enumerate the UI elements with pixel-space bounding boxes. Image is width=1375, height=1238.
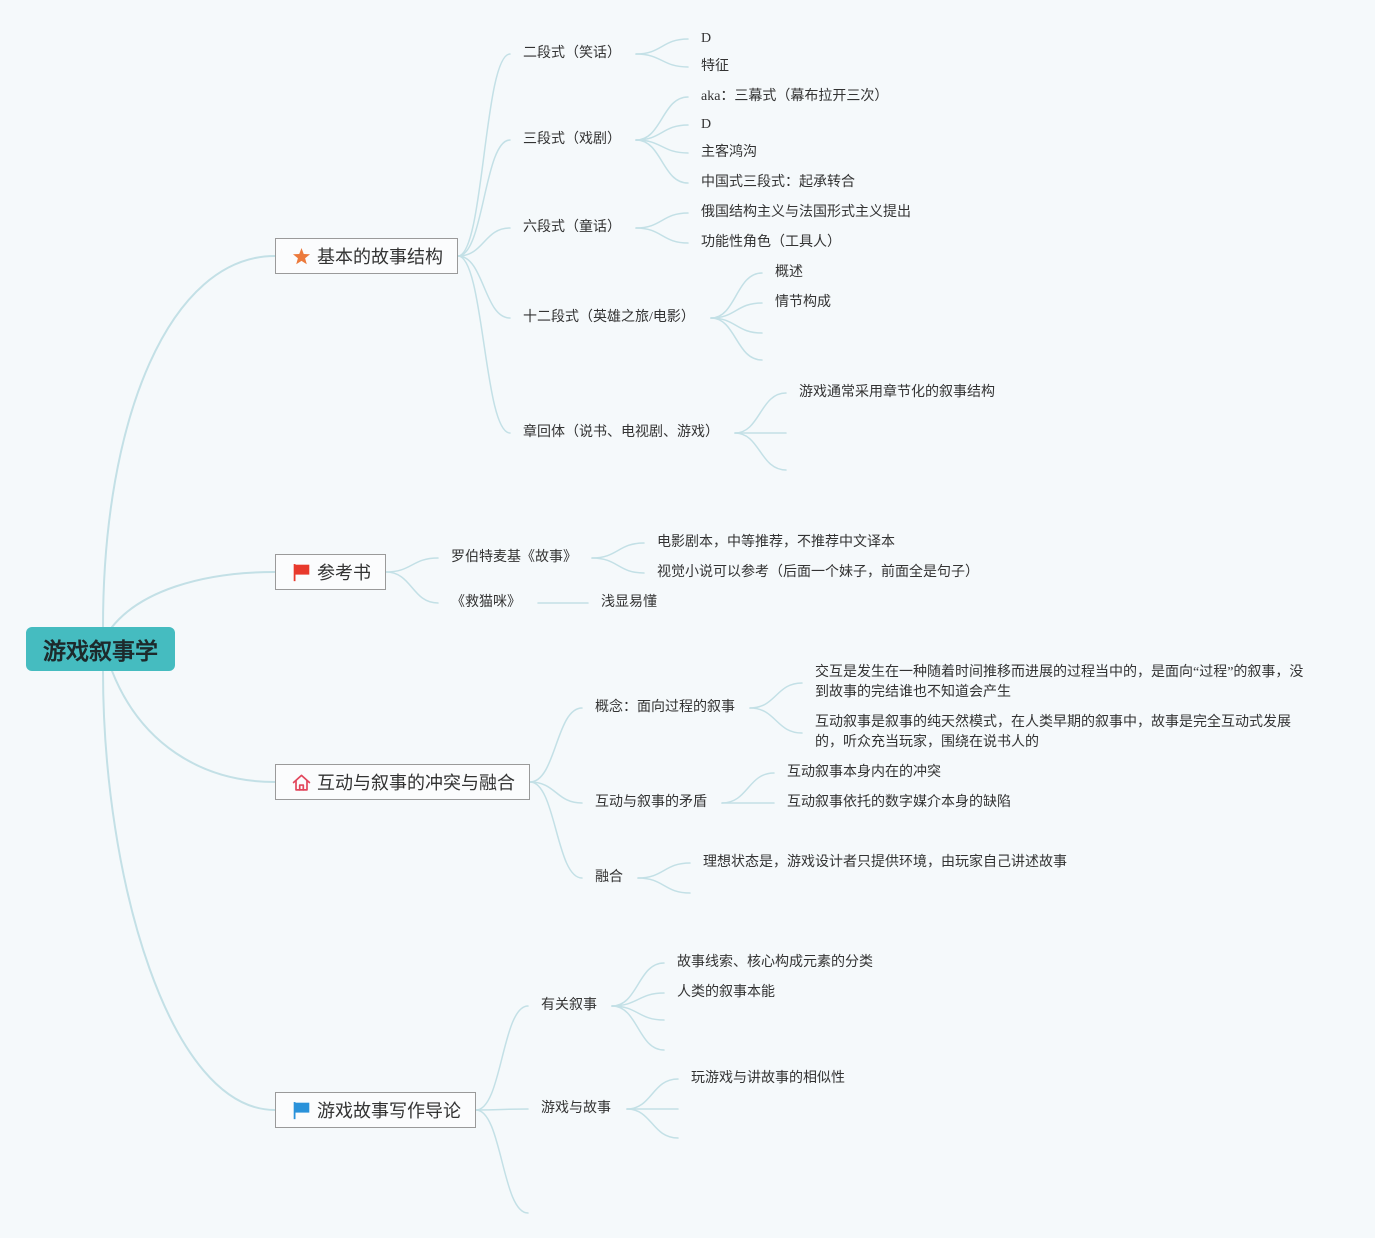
connector-subtopic-4-2-to-leaf-3 [626,1108,679,1139]
connector-subtopic-1-2-to-leaf-1 [635,96,689,141]
connector-subtopic-1-4-to-leaf-1 [710,272,763,319]
connector-subtopic-2-1-to-leaf-2 [591,557,645,574]
subtopic-two-part-structure[interactable]: 二段式（笑话） [523,46,621,61]
subtopic-fusion[interactable]: 融合 [595,870,623,885]
topic-line: 的，听众充当玩家，围绕在说书人的 [815,735,1039,750]
connector-subtopic-1-4-to-leaf-2 [710,302,763,319]
connector-subtopic-3-1-to-leaf-2 [749,707,803,734]
connector-subtopic-1-1-to-leaf-2 [635,53,689,68]
leaf-topic-russian-formalism[interactable]: 俄国结构主义与法国形式主义提出 [701,205,911,220]
connector-branch-2-to-subtopic-1 [385,557,439,573]
subtopic-games-and-stories[interactable]: 游戏与故事 [541,1101,611,1116]
connector-root-to-branch-2 [111,571,276,628]
connector-subtopic-4-2-to-leaf-1 [626,1078,679,1110]
leaf-topic-natural-interactive-narrative[interactable]: 互动叙事是叙事的纯天然模式，在人类早期的叙事中，故事是完全互动式发展 的，听众充… [815,713,1291,753]
branch-topic-game-story-writing-intro[interactable]: 游戏故事写作导论 [275,1092,476,1128]
leaf-topic-d[interactable]: D [701,31,712,46]
subtopic-about-narrative[interactable]: 有关叙事 [541,998,597,1013]
connector-branch-3-to-subtopic-3 [529,781,583,879]
connector-subtopic-4-1-to-leaf-1 [611,962,665,1007]
red-flag-icon [293,563,310,581]
connector-subtopic-1-3-to-leaf-1 [635,212,689,229]
branch-label: 互动与叙事的冲突与融合 [317,773,515,794]
leaf-topic-interaction-process[interactable]: 交互是发生在一种随着时间推移而进展的过程当中的，是面向“过程”的叙事，没 到故事… [815,663,1303,703]
connector-branch-1-to-subtopic-4 [457,255,511,319]
leaf-topic-aka-three-act[interactable]: aka：三幕式（幕布拉开三次） [701,89,889,104]
branch-label: 游戏故事写作导论 [317,1101,461,1122]
connector-branch-1-to-subtopic-2 [457,139,511,257]
leaf-topic-digital-media-defects[interactable]: 互动叙事依托的数字媒介本身的缺陷 [787,795,1011,810]
subtopic-six-part-structure[interactable]: 六段式（童话） [523,220,621,235]
branch-topic-basic-story-structure[interactable]: 基本的故事结构 [275,238,458,274]
leaf-topic-features[interactable]: 特征 [701,59,729,74]
leaf-topic-subject-object-gap[interactable]: 主客鸿沟 [701,145,757,160]
topic-line: 交互是发生在一种随着时间推移而进展的过程当中的，是面向“过程”的叙事，没 [815,665,1304,680]
leaf-topic-chinese-three-part[interactable]: 中国式三段式：起承转合 [701,175,855,190]
topic-line: 到故事的完结谁也不知道会产生 [815,685,1011,700]
connector-subtopic-1-4-to-leaf-4 [710,317,763,361]
leaf-topic-easy-to-understand[interactable]: 浅显易懂 [601,595,657,610]
subtopic-three-part-structure[interactable]: 三段式（戏剧） [523,132,621,147]
leaf-topic-plot-composition[interactable]: 情节构成 [775,295,831,310]
connector-branch-2-to-subtopic-2 [385,571,439,604]
connector-subtopic-2-1-to-leaf-1 [591,542,645,559]
connector-subtopic-3-2-to-leaf-1 [721,772,775,804]
branch-topic-interaction-narrative-conflict[interactable]: 互动与叙事的冲突与融合 [275,764,530,800]
root-topic[interactable]: 游戏叙事学 [26,627,175,671]
topic-line: 互动叙事是叙事的纯天然模式，在人类早期的叙事中，故事是完全互动式发展 [815,715,1291,730]
leaf-topic-overview[interactable]: 概述 [775,265,803,280]
connector-branch-4-to-subtopic-1 [475,1005,529,1111]
branch-topic-reference-books[interactable]: 参考书 [275,554,386,590]
connector-branch-1-to-subtopic-5 [457,255,511,434]
leaf-topic-story-clues[interactable]: 故事线索、核心构成元素的分类 [677,955,873,970]
branch-label: 基本的故事结构 [317,247,443,268]
leaf-topic-functional-roles[interactable]: 功能性角色（工具人） [701,235,841,250]
blue-flag-icon [293,1101,310,1119]
connector-root-to-branch-1 [102,255,276,628]
subtopic-twelve-part-structure[interactable]: 十二段式（英雄之旅/电影） [523,310,695,325]
leaf-topic-d-2[interactable]: D [701,117,712,132]
subtopic-chapter-style-structure[interactable]: 章回体（说书、电视剧、游戏） [523,425,719,440]
leaf-topic-narrative-instinct[interactable]: 人类的叙事本能 [677,985,775,1000]
subtopic-process-oriented-concept[interactable]: 概念：面向过程的叙事 [595,700,735,715]
subtopic-mckee-story[interactable]: 罗伯特麦基《故事》 [451,550,577,565]
connector-branch-4-to-subtopic-3 [475,1109,529,1214]
connector-subtopic-3-3-to-leaf-2 [637,877,691,894]
connector-subtopic-1-5-to-leaf-1 [734,392,787,434]
leaf-topic-inherent-conflict[interactable]: 互动叙事本身内在的冲突 [787,765,941,780]
connector-subtopic-1-5-to-leaf-3 [734,432,787,471]
connector-root-to-branch-4 [102,670,276,1111]
house-icon [292,773,311,791]
branch-label: 参考书 [317,563,371,584]
connector-subtopic-4-1-to-leaf-4 [611,1005,665,1051]
connector-root-to-branch-3 [111,670,276,783]
connector-branch-1-to-subtopic-3 [457,227,511,257]
leaf-topic-ideal-state[interactable]: 理想状态是，游戏设计者只提供环境，由玩家自己讲述故事 [703,855,1067,870]
connector-branch-3-to-subtopic-2 [529,781,583,804]
leaf-topic-game-chapter-structure[interactable]: 游戏通常采用章节化的叙事结构 [799,385,995,400]
connector-subtopic-3-1-to-leaf-1 [749,682,803,709]
connector-subtopic-1-2-to-leaf-4 [635,139,689,184]
connector-branch-3-to-subtopic-1 [529,707,583,783]
star-icon [292,247,311,264]
connector-branch-4-to-subtopic-2 [475,1108,529,1111]
leaf-topic-screenplay-recommendation[interactable]: 电影剧本，中等推荐，不推荐中文译本 [657,535,895,550]
connector-subtopic-1-1-to-leaf-1 [635,38,689,55]
connector-subtopic-1-3-to-leaf-2 [635,227,689,244]
subtopic-save-the-cat[interactable]: 《救猫咪》 [451,595,521,610]
connector-branch-1-to-subtopic-1 [457,53,511,257]
leaf-topic-visual-novel-reference[interactable]: 视觉小说可以参考（后面一个妹子，前面全是句子） [657,565,979,580]
leaf-topic-play-and-storytelling-similarity[interactable]: 玩游戏与讲故事的相似性 [691,1071,845,1086]
connector-subtopic-3-3-to-leaf-1 [637,862,691,879]
subtopic-interaction-narrative-contradiction[interactable]: 互动与叙事的矛盾 [595,795,707,810]
